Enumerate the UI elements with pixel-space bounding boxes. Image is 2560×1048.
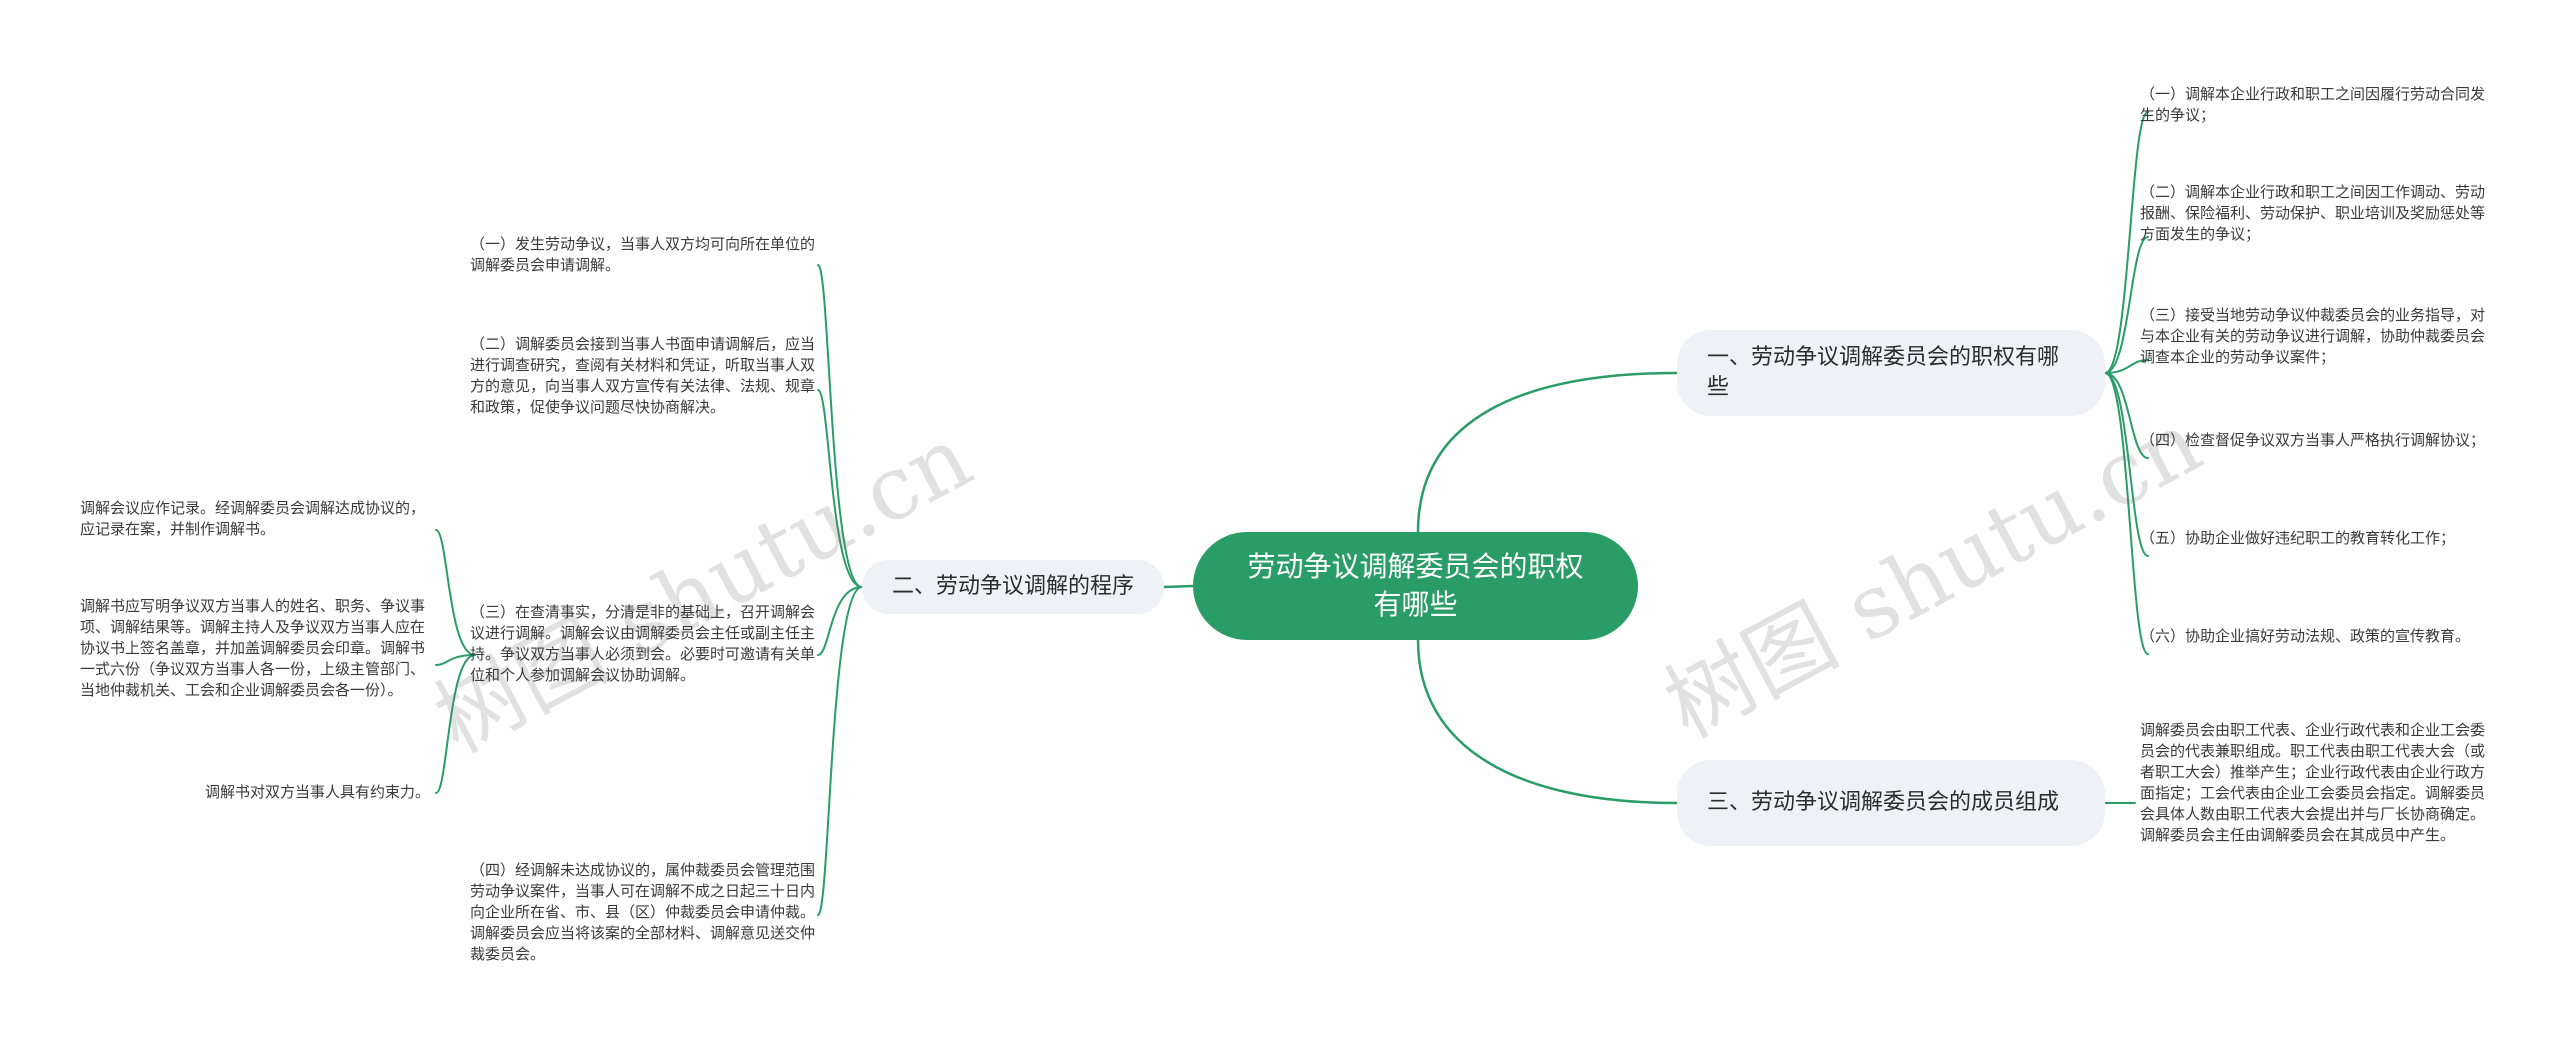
link-root-b2 <box>1162 584 1195 589</box>
branch-node-authority[interactable]: 一、劳动争议调解委员会的职权有哪些 <box>1677 330 2105 416</box>
root-label: 劳动争议调解委员会的职权有哪些 <box>1247 550 1584 621</box>
link-b2-l3 <box>817 586 863 656</box>
leaf-procedure-2[interactable]: （二）调解委员会接到当事人书面申请调解后，应当进行调查研究，查阅有关材料和凭证，… <box>470 335 816 416</box>
sub-leaf-record[interactable]: 调解会议应作记录。经调解委员会调解达成协议的，应记录在案，并制作调解书。 <box>80 499 426 538</box>
leaf-authority-1[interactable]: （一）调解本企业行政和职工之间因履行劳动合同发生的争议； <box>2140 85 2486 124</box>
leaf-authority-6[interactable]: （六）协助企业搞好劳动法规、政策的宣传教育。 <box>2140 627 2471 645</box>
link-root-b3 <box>1416 638 1679 805</box>
branch-label: 一、劳动争议调解委员会的职权有哪些 <box>1707 345 2060 400</box>
leaf-procedure-1[interactable]: （一）发生劳动争议，当事人双方均可向所在单位的调解委员会申请调解。 <box>470 235 816 274</box>
link-b1-l5 <box>2104 372 2149 557</box>
leaf-procedure-3[interactable]: （三）在查清事实，分清是非的基础上，召开调解会议进行调解。调解会议由调解委员会主… <box>470 603 816 684</box>
link-b2-l4 <box>817 586 863 916</box>
link-b2-l1 <box>817 264 863 588</box>
link-b1-l1 <box>2104 111 2149 374</box>
leaf-procedure-4[interactable]: （四）经调解未达成协议的，属仲裁委员会管理范围劳动争议案件，当事人可在调解不成之… <box>470 861 816 963</box>
link-b1-l6 <box>2104 372 2149 655</box>
leaf-authority-5[interactable]: （五）协助企业做好违纪职工的教育转化工作； <box>2140 529 2456 547</box>
link-root-b1 <box>1416 371 1679 534</box>
link-b1-l4 <box>2104 372 2149 459</box>
sub-leaf-binding[interactable]: 调解书对双方当事人具有约束力。 <box>204 783 430 801</box>
link-b1-l3 <box>2104 359 2149 374</box>
link-l3-s3 <box>435 654 476 794</box>
link-b1-l2 <box>2104 236 2149 374</box>
link-l3-s2 <box>435 654 476 666</box>
root-node[interactable]: 劳动争议调解委员会的职权有哪些 <box>1193 532 1638 640</box>
branch-node-members[interactable]: 三、劳动争议调解委员会的成员组成 <box>1677 760 2105 846</box>
link-b2-l2 <box>817 389 863 588</box>
link-l3-s1 <box>435 529 476 656</box>
leaf-authority-3[interactable]: （三）接受当地劳动争议仲裁委员会的业务指导，对与本企业有关的劳动争议进行调解，协… <box>2140 306 2486 366</box>
sub-leaf-mediation-document[interactable]: 调解书应写明争议双方当事人的姓名、职务、争议事项、调解结果等。调解主持人及争议双… <box>80 597 426 699</box>
branch-label: 二、劳动争议调解的程序 <box>892 574 1135 599</box>
leaf-authority-2[interactable]: （二）调解本企业行政和职工之间因工作调动、劳动报酬、保险福利、劳动保护、职业培训… <box>2140 183 2486 243</box>
branch-label: 三、劳动争议调解委员会的成员组成 <box>1707 790 2060 815</box>
leaf-members-1[interactable]: 调解委员会由职工代表、企业行政代表和企业工会委员会的代表兼职组成。职工代表由职工… <box>2140 721 2486 844</box>
branch-node-procedure[interactable]: 二、劳动争议调解的程序 <box>862 560 1164 614</box>
leaf-authority-4[interactable]: （四）检查督促争议双方当事人严格执行调解协议； <box>2140 431 2486 449</box>
